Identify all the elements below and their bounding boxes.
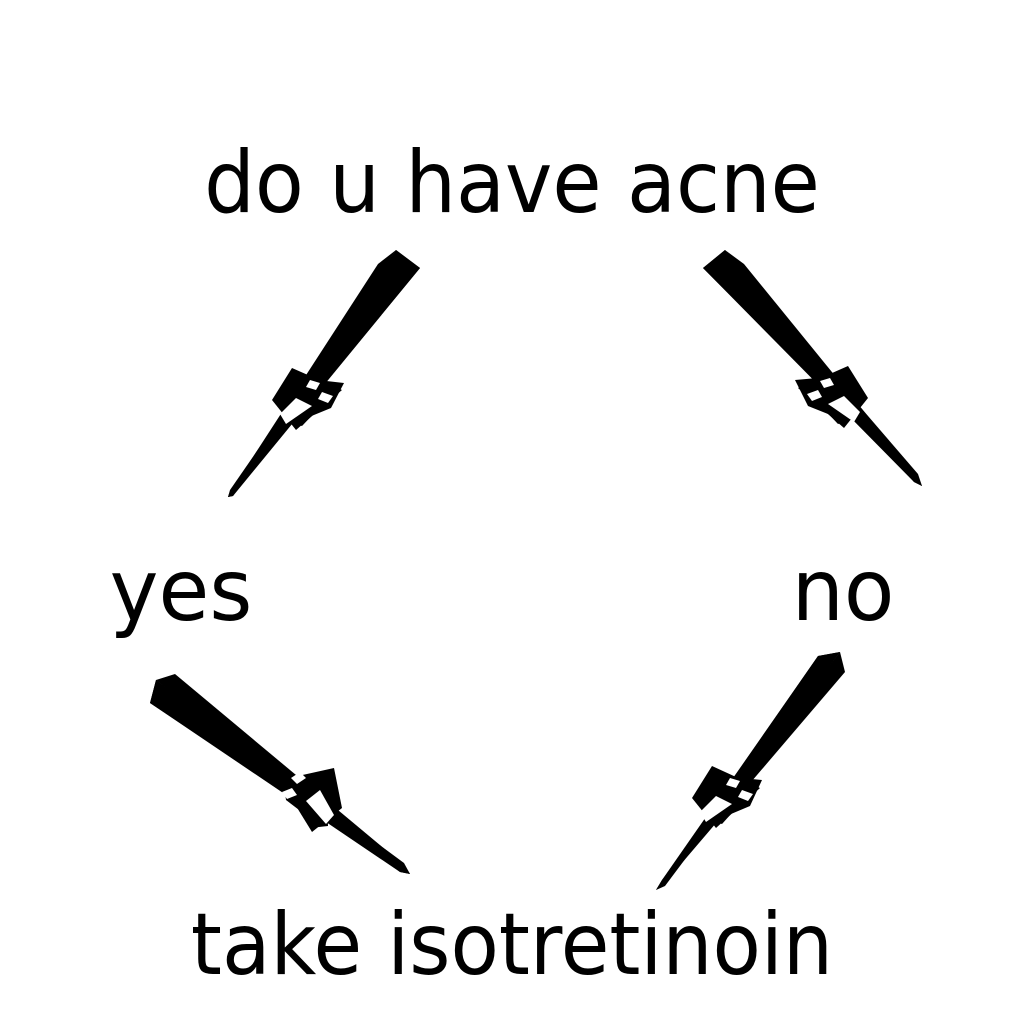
- node-answer-label: take isotretinoin: [190, 895, 834, 995]
- arrow-question-to-yes-icon: [228, 250, 420, 497]
- arrow-no-to-answer-icon: [656, 652, 845, 890]
- node-question-label: do u have acne: [204, 133, 820, 233]
- arrow-yes-to-answer-icon: [150, 674, 410, 874]
- arrow-question-to-no-icon: [703, 250, 922, 486]
- node-yes-label: yes: [109, 541, 253, 641]
- node-no-label: no: [791, 541, 895, 641]
